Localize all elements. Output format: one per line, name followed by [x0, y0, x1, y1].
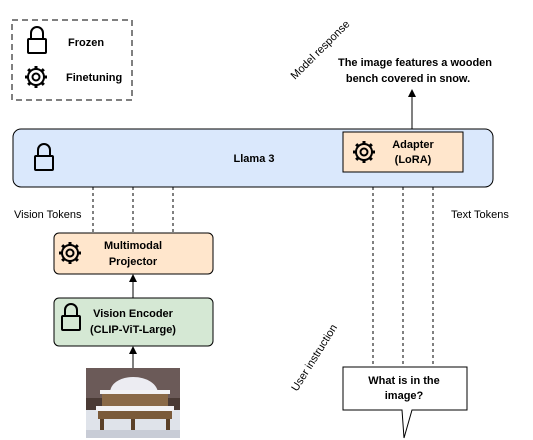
model-response-label: Model response — [289, 18, 353, 82]
adapter-line2: (LoRA) — [395, 154, 432, 166]
llama-label: Llama 3 — [234, 153, 275, 165]
adapter-box: Adapter (LoRA) — [342, 131, 464, 173]
adapter-line1: Adapter — [392, 139, 434, 151]
encoder-line2: (CLIP-ViT-Large) — [90, 324, 176, 336]
user-instruction-line1: What is in the — [368, 375, 440, 387]
text-tokens-label: Text Tokens — [451, 209, 509, 221]
projector-line2: Projector — [109, 256, 158, 268]
lock-icon — [27, 26, 47, 54]
encoder-line1: Vision Encoder — [93, 308, 174, 320]
user-instruction-bubble: What is in the image? — [342, 366, 468, 439]
vision-encoder-box: Vision Encoder (CLIP-ViT-Large) — [53, 297, 214, 347]
projector-line1: Multimodal — [104, 240, 162, 252]
legend: Frozen Finetuning — [11, 19, 133, 101]
vision-token-lines — [92, 187, 174, 233]
legend-frozen-label: Frozen — [68, 37, 104, 49]
vision-tokens-label: Vision Tokens — [14, 209, 82, 221]
user-instruction-line2: image? — [385, 390, 424, 402]
model-response-text-line2: bench covered in snow. — [346, 73, 470, 85]
user-instruction-label: User instruction — [289, 322, 340, 393]
gear-icon — [23, 64, 49, 90]
input-image-bench — [86, 368, 180, 438]
text-token-lines — [372, 187, 434, 367]
legend-finetuning-label: Finetuning — [66, 72, 122, 84]
model-response: Model response The image features a wood… — [289, 18, 492, 129]
model-response-text-line1: The image features a wooden — [338, 57, 492, 69]
projector-box: Multimodal Projector — [53, 232, 214, 275]
